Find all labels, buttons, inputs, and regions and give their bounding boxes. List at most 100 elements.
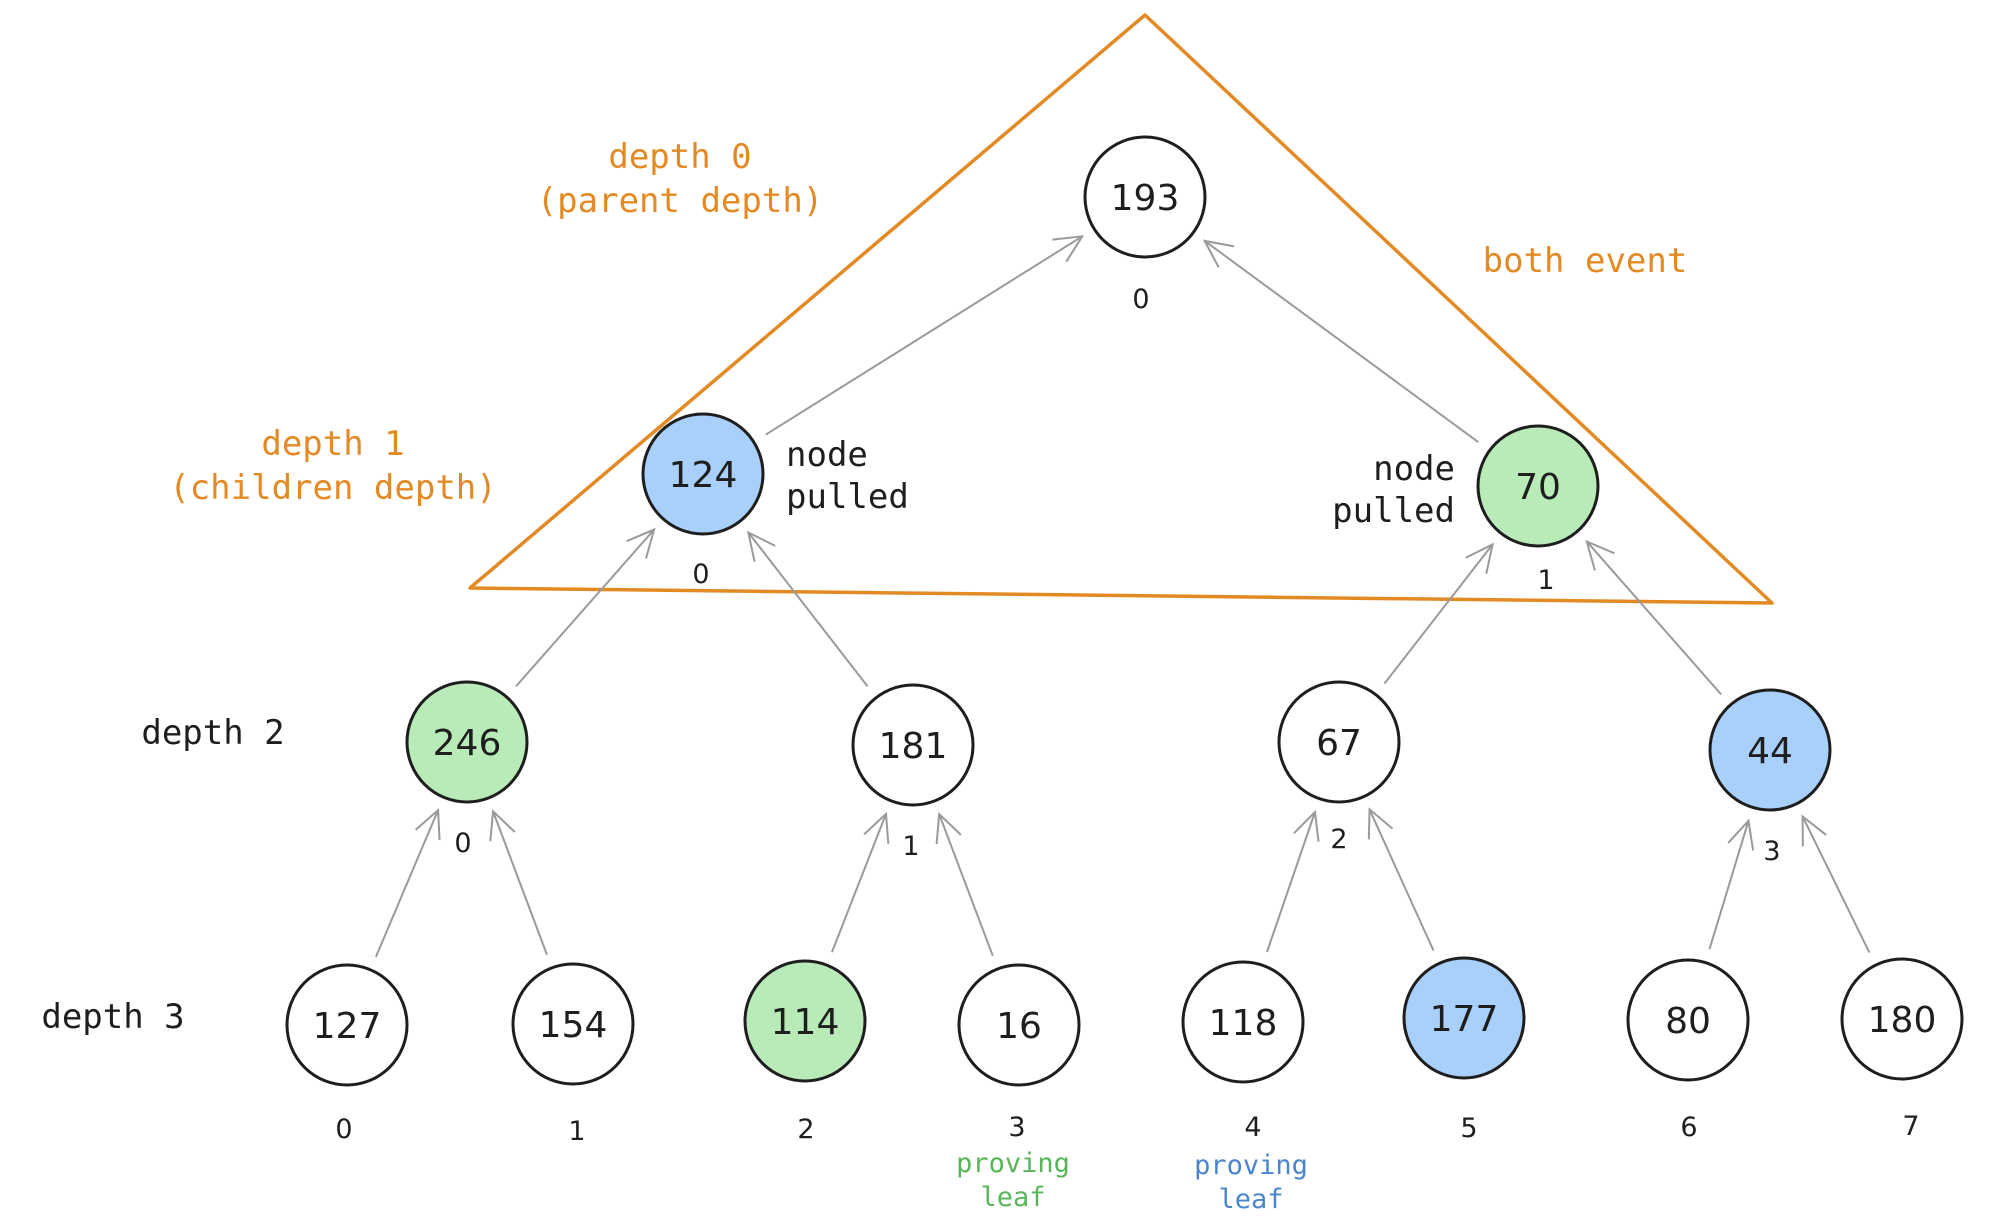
proving-leaf-blue-line2: leaf: [1218, 1184, 1283, 1215]
node-index-d3_3: 3: [1008, 1112, 1025, 1143]
tree-node-d3_6: 80 6: [1626, 958, 1750, 1143]
node-circle-d1_1: [1476, 424, 1600, 548]
node-circle-d3_3: [957, 963, 1081, 1087]
node-circle-d3_6: [1626, 958, 1750, 1082]
node-circle-d3_4: [1181, 960, 1305, 1084]
node-pulled-left-line2: pulled: [786, 477, 909, 517]
node-index-d2_1: 1: [902, 831, 919, 862]
depth0-label-line1: depth 0: [608, 137, 751, 177]
node-circle-d3_7: [1840, 957, 1964, 1081]
arrowhead-d1_0-to-root: [1052, 235, 1085, 263]
node-index-d3_6: 6: [1680, 1112, 1697, 1143]
edges-layer: [374, 235, 1871, 958]
node-circle-d1_0: [641, 412, 765, 536]
node-value-d2_1: 181: [879, 726, 948, 767]
arrowhead-d3_2-to-d2_1: [863, 811, 890, 844]
node-value-d2_2: 67: [1316, 723, 1362, 764]
node-circle-d3_2: [743, 959, 867, 1083]
edge-d3_2-to-d2_1: [831, 813, 887, 953]
node-value-d3_7: 180: [1868, 1000, 1937, 1041]
nodes-layer: 1930124070124601811672443127015411142163…: [285, 135, 1964, 1147]
arrowhead-d3_4-to-d2_2: [1293, 809, 1320, 842]
node-circle-d2_1: [851, 683, 975, 807]
edge-d1_1-to-root: [1204, 240, 1479, 443]
edge-d3_3-to-d2_1: [938, 813, 994, 957]
depth3-label: depth 3: [41, 997, 184, 1037]
node-index-d2_0: 0: [454, 828, 471, 859]
edge-d2_1-to-d1_0: [747, 531, 869, 688]
proving-leaf-green-line1: proving: [956, 1148, 1070, 1179]
tree-node-d1_1: 70 1: [1476, 424, 1600, 596]
tree-node-d2_2: 67 2: [1277, 680, 1401, 855]
tree-node-d2_3: 44 3: [1708, 688, 1832, 867]
node-index-d1_1: 1: [1537, 565, 1554, 596]
node-index-d2_2: 2: [1330, 824, 1347, 855]
arrowhead-d3_7-to-d2_3: [1801, 814, 1827, 847]
depth2-label: depth 2: [141, 713, 284, 753]
tree-node-d3_0: 127 0: [285, 963, 409, 1145]
node-value-d3_2: 114: [771, 1002, 840, 1043]
arrowhead-d1_1-to-root: [1202, 239, 1235, 268]
node-value-root: 193: [1111, 178, 1180, 219]
node-index-d3_5: 5: [1460, 1113, 1477, 1144]
edge-d3_0-to-d2_0: [374, 809, 440, 958]
arrowhead-d3_6-to-d2_3: [1727, 818, 1755, 851]
node-value-d3_6: 80: [1665, 1001, 1711, 1042]
node-value-d3_4: 118: [1209, 1003, 1278, 1044]
node-value-d1_0: 124: [669, 455, 738, 496]
node-value-d2_0: 246: [433, 723, 502, 764]
depth0-label-line2: (parent depth): [537, 181, 824, 221]
edge-d3_1-to-d2_0: [492, 810, 548, 956]
node-circle-d2_0: [405, 680, 529, 804]
node-index-root: 0: [1132, 284, 1149, 315]
tree-node-d3_3: 16 3: [957, 963, 1081, 1143]
node-value-d3_0: 127: [313, 1006, 382, 1047]
node-index-d2_3: 3: [1763, 836, 1780, 867]
node-circle-root: [1083, 135, 1207, 259]
arrowhead-d2_3-to-d1_1: [1585, 539, 1615, 571]
node-circle-d2_3: [1708, 688, 1832, 812]
node-index-d3_1: 1: [568, 1116, 585, 1147]
node-index-d3_0: 0: [335, 1114, 352, 1145]
node-pulled-right-line2: pulled: [1332, 491, 1455, 531]
arrowhead-d2_2-to-d1_1: [1465, 542, 1494, 574]
subtree-triangle: [468, 13, 1774, 605]
proving-leaf-blue-line1: proving: [1194, 1150, 1308, 1181]
tree-node-d3_4: 118 4: [1181, 960, 1305, 1143]
edge-d2_2-to-d1_1: [1383, 543, 1494, 685]
edge-d3_6-to-d2_3: [1708, 820, 1750, 950]
arrowhead-d3_1-to-d2_0: [489, 809, 516, 842]
depth1-label-line1: depth 1: [261, 424, 404, 464]
node-index-d3_4: 4: [1244, 1112, 1261, 1143]
node-value-d3_1: 154: [539, 1005, 608, 1046]
arrowhead-d2_1-to-d1_0: [746, 530, 776, 563]
node-circle-d3_1: [511, 962, 635, 1086]
arrowhead-d3_0-to-d2_0: [414, 808, 441, 841]
node-circle-d3_5: [1402, 956, 1526, 1080]
edge-d3_7-to-d2_3: [1801, 815, 1871, 954]
node-value-d1_1: 70: [1515, 467, 1561, 508]
node-circle-d2_2: [1277, 680, 1401, 804]
edge-d3_4-to-d2_2: [1266, 811, 1316, 953]
arrowhead-d3_3-to-d2_1: [935, 812, 962, 845]
node-pulled-left-line1: node: [786, 435, 868, 475]
node-value-d3_3: 16: [996, 1006, 1042, 1047]
tree-node-d2_0: 246 0: [405, 680, 529, 859]
node-circle-d3_0: [285, 963, 409, 1087]
proving-leaf-green-line2: leaf: [980, 1182, 1045, 1213]
depth1-label-line2: (children depth): [169, 468, 497, 508]
both-event-label: both event: [1483, 241, 1688, 281]
arrowhead-d2_0-to-d1_0: [626, 527, 656, 559]
edge-d1_0-to-root: [765, 235, 1083, 436]
edge-d3_5-to-d2_2: [1368, 808, 1435, 952]
node-value-d2_3: 44: [1747, 731, 1793, 772]
node-value-d3_5: 177: [1430, 999, 1499, 1040]
